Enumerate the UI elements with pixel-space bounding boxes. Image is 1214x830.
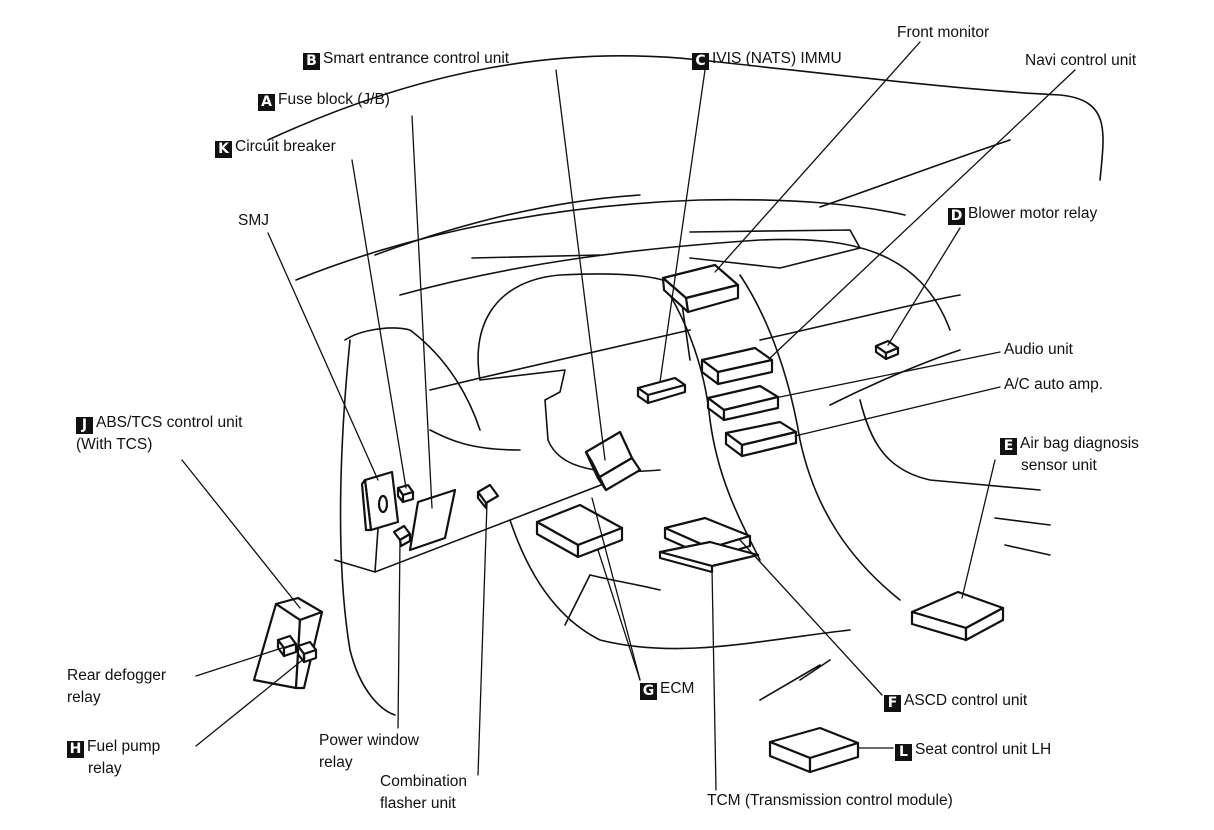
leader-rear-defogger <box>195 647 283 677</box>
leader-fuse-block <box>411 115 433 509</box>
key-h: H <box>67 741 84 758</box>
key-a: A <box>258 94 275 111</box>
key-b: B <box>303 53 320 70</box>
ecm-box <box>535 503 624 559</box>
dash-top-curve <box>819 139 1011 208</box>
label-tcm: TCM (Transmission control module) <box>707 792 953 809</box>
glovebox-curve <box>859 399 1041 491</box>
label-ac-amp: A/C auto amp. <box>1004 376 1104 393</box>
lower-panel-3 <box>589 574 661 591</box>
leader-smart-entrance <box>555 69 606 461</box>
center-stack-right <box>739 274 901 601</box>
ivis-immu-box <box>636 376 687 405</box>
key-e: E <box>1000 438 1017 455</box>
meter-hood-mid <box>429 329 691 391</box>
junction-block-box <box>408 488 457 552</box>
rear-defogger-relay-box <box>276 634 298 658</box>
smart-entrance-unit-box <box>584 430 642 492</box>
leader-front-monitor <box>714 41 921 273</box>
floor-line-right <box>994 517 1051 526</box>
leader-navi <box>769 69 1076 359</box>
label-combination-flasher: Combination flasher unit <box>380 773 468 812</box>
leader-audio <box>774 351 1001 399</box>
leader-combination-flasher <box>477 502 488 776</box>
lower-panel-2 <box>564 574 591 626</box>
leader-smj <box>267 232 379 481</box>
leader-ivis <box>659 69 706 383</box>
key-k: K <box>215 141 232 158</box>
ac-auto-amp-box <box>724 420 798 458</box>
left-dash-edge <box>339 339 396 716</box>
circuit-breaker-box <box>396 483 415 504</box>
power-window-relay-box <box>392 524 412 548</box>
windshield-upper-line <box>267 55 1104 181</box>
airbag-sensor-box <box>910 590 1005 642</box>
fuse-block-box <box>360 470 400 532</box>
tcm-box <box>658 540 760 574</box>
windshield-lower-line <box>295 198 906 281</box>
meter-hood-lower <box>479 369 661 473</box>
audio-unit-box <box>706 384 780 422</box>
floor-lines <box>759 659 831 701</box>
windshield-mid-line <box>374 194 641 256</box>
key-c: C <box>692 53 709 70</box>
center-stack-left <box>669 294 761 561</box>
glovebox-line <box>829 349 961 406</box>
leader-blower <box>887 227 961 346</box>
combination-flasher-box <box>476 483 500 510</box>
key-f: F <box>884 695 901 712</box>
label-audio: Audio unit <box>1004 341 1073 358</box>
leader-ecm-2 <box>597 549 641 681</box>
leader-tcm <box>711 567 717 791</box>
leader-ecm <box>591 497 641 681</box>
label-front-monitor: Front monitor <box>897 24 990 41</box>
seat-control-unit-box <box>768 726 860 774</box>
label-smj: SMJ <box>238 212 269 229</box>
key-j: J <box>76 417 93 434</box>
fuel-pump-relay-box <box>296 640 318 664</box>
key-g: G <box>640 683 657 700</box>
leader-airbag <box>961 459 996 599</box>
floor-line-right2 <box>1004 544 1051 556</box>
left-dash-face <box>344 327 481 431</box>
defroster-vent <box>689 229 861 269</box>
leader-fuel-pump <box>195 657 306 747</box>
label-power-window: Power window relay <box>319 732 419 771</box>
leader-abs <box>181 459 301 609</box>
leader-power-window <box>397 539 401 729</box>
label-navi: Navi control unit <box>1025 52 1137 69</box>
lower-panel <box>509 519 851 650</box>
key-l: L <box>895 744 912 761</box>
leader-ac-amp <box>794 386 1001 437</box>
front-monitor-box <box>661 263 740 314</box>
navi-control-unit-box <box>700 346 774 386</box>
key-d: D <box>948 208 965 225</box>
passenger-dash-line <box>759 294 961 341</box>
leader-circuit-breaker <box>351 159 407 489</box>
steering-column <box>429 429 521 451</box>
label-rear-defogger: Rear defogger relay <box>67 667 167 706</box>
leader-ascd <box>739 539 883 696</box>
blower-motor-relay-box <box>874 339 900 361</box>
